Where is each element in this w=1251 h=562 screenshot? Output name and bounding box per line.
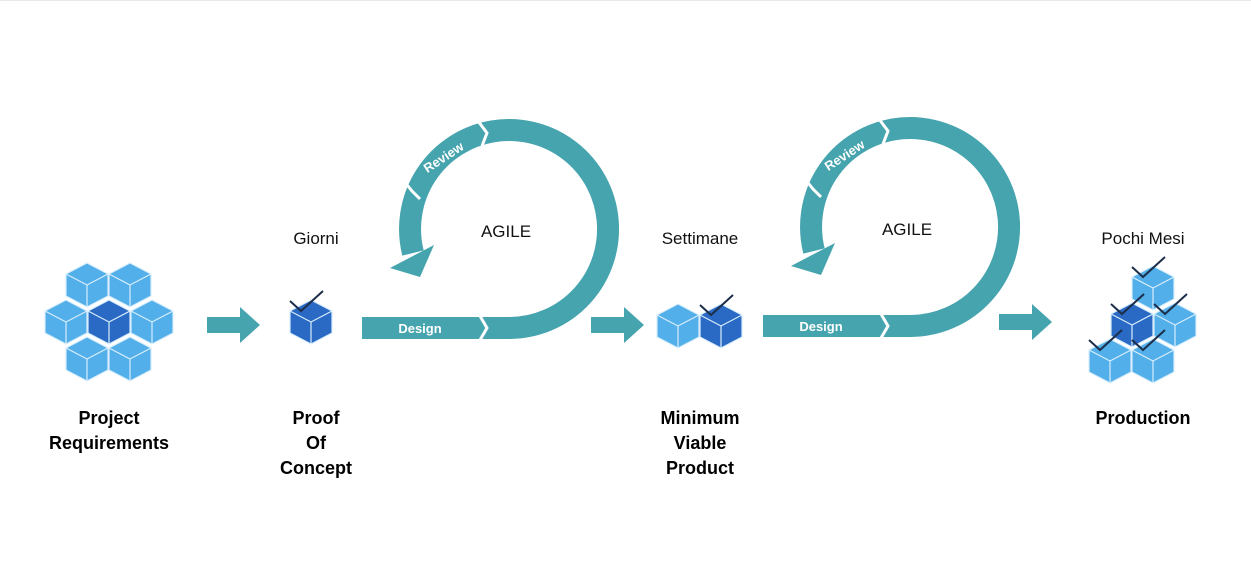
stage-name: Proof	[293, 408, 341, 428]
agile-title: AGILE	[882, 220, 932, 239]
cube-icon	[108, 336, 152, 382]
stage-name: Production	[1096, 408, 1191, 428]
duration-label: Pochi Mesi	[1101, 229, 1184, 248]
stage-name: Project	[78, 408, 139, 428]
duration-label: Settimane	[662, 229, 739, 248]
cube-icon	[65, 336, 109, 382]
cube-icon	[44, 299, 88, 345]
dark-cube-icon	[87, 299, 131, 345]
cube-icon	[108, 262, 152, 308]
cube-groups	[44, 256, 1197, 384]
stage-name: Viable	[674, 433, 727, 453]
arrow-right-icon	[999, 304, 1052, 340]
cube-icon	[65, 262, 109, 308]
agile-title: AGILE	[481, 222, 531, 241]
stage-name: Concept	[280, 458, 352, 478]
design-label: Design	[799, 319, 842, 334]
agile-loop-2: Design Review AGILE	[763, 119, 1009, 338]
stage-name: Requirements	[49, 433, 169, 453]
arrow-right-icon	[207, 307, 260, 343]
checkmark-icon	[1153, 293, 1188, 316]
cube-icon	[656, 303, 700, 349]
checkmark-icon	[289, 290, 324, 313]
duration-label: Giorni	[293, 229, 338, 248]
cube-icon	[130, 299, 174, 345]
checkmark-icon	[1110, 293, 1145, 316]
checkmark-icon	[699, 294, 734, 317]
agile-loop-1: Design Review AGILE	[362, 121, 608, 340]
arrow-right-icon	[591, 307, 644, 343]
checkmark-icon	[1088, 329, 1123, 352]
stage-name: Of	[306, 433, 327, 453]
stage-name: Minimum	[661, 408, 740, 428]
checkmark-icon	[1131, 256, 1166, 279]
checkmark-icon	[1131, 329, 1166, 352]
stage-name: Product	[666, 458, 734, 478]
design-label: Design	[398, 321, 441, 336]
